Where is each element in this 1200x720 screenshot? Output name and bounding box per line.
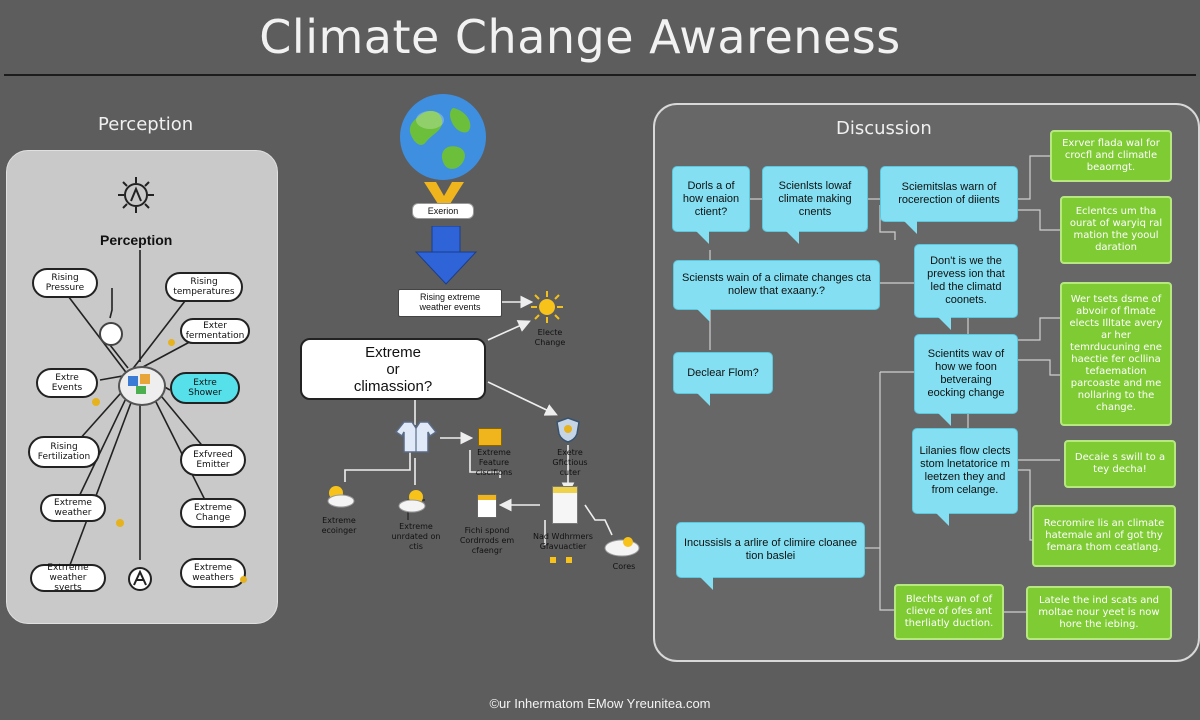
sun-icon — [531, 291, 563, 323]
perception-node: Extreme weather — [40, 494, 106, 522]
perception-node: Rising temperatures — [165, 272, 243, 302]
extreme-line2: or — [386, 360, 400, 378]
emblem-icon — [128, 567, 152, 591]
perception-node: Rising Pressure — [32, 268, 98, 298]
footer-credit: ©ur Inhermatom EMow Yreunitea.com — [489, 696, 711, 711]
perception-node: Exfvreed Emitter — [180, 444, 246, 476]
discussion-bubble: Sciemitslas warn of rocerection of diien… — [880, 166, 1018, 234]
extreme-line3: climassion? — [353, 377, 433, 395]
perception-node: Extreme weathers — [180, 558, 246, 588]
exerion-tag: Exerion — [412, 203, 474, 219]
compass-icon — [118, 177, 154, 213]
dot-marker — [92, 398, 100, 406]
perception-node: Extre Shower — [170, 372, 240, 404]
box-icon — [552, 486, 578, 524]
discussion-note: Blechts wan of of clieve of ofes ant the… — [894, 584, 1004, 640]
cloud-icon — [604, 537, 640, 557]
discussion-note: Decaie s swill to a tey decha! — [1064, 440, 1176, 488]
phone-icon — [99, 322, 123, 346]
flow-label: Exetre Gfictious cuter — [552, 448, 588, 477]
perception-node: Exter fermentation — [180, 318, 250, 344]
cup-icon — [477, 494, 497, 518]
discussion-section-label: Discussion — [836, 118, 932, 139]
sun-label: Electe Change — [534, 328, 566, 347]
discussion-note: Exrver flada wal for crocfl and climatle… — [1050, 130, 1172, 182]
sun-cloud-icon — [398, 490, 426, 513]
folder-icon — [478, 428, 502, 446]
discussion-bubble: Scienlsts lowaf climate making cnents — [762, 166, 868, 244]
sun-cloud-icon — [327, 486, 355, 508]
flow-label: Nad Wdhrmers Gfavuactier — [533, 532, 593, 551]
flow-label: Extreme Feature cisclfions — [475, 448, 513, 477]
flow-label: Extreme ecoinger — [321, 516, 357, 535]
perception-inner-title: Perception — [100, 232, 173, 248]
dot-marker — [566, 557, 572, 563]
extreme-question-box: Extreme or climassion? — [300, 338, 486, 400]
discussion-note: Wer tsets dsme of abvoir of flmate elect… — [1060, 282, 1172, 426]
down-arrow-icon — [414, 226, 478, 285]
discussion-bubble: Scientits wav of how we foon betveraing … — [914, 334, 1018, 426]
dot-marker — [240, 576, 247, 583]
discussion-bubble: Incussisls a arlire of climire cloanee t… — [676, 522, 865, 590]
discussion-bubble: Declear Flom? — [673, 352, 773, 406]
hands-icon — [424, 182, 464, 204]
discussion-note: Eclentcs um tha ourat of waryiq ral mati… — [1060, 196, 1172, 264]
flow-label: Extreme unrdated on ctis — [391, 522, 441, 551]
discussion-bubble: Sciensts wain of a climate changes cta n… — [673, 260, 880, 322]
dot-marker — [116, 519, 124, 527]
flow-label: Fichi spond Cordrrods em cfaengr — [459, 526, 515, 555]
flow-label: Cores — [612, 562, 636, 571]
shield-icon — [556, 417, 580, 443]
perception-node: Extre Events — [36, 368, 98, 398]
shirt-icon — [394, 421, 438, 453]
discussion-bubble: Don't is we the prevess ion that led the… — [914, 244, 1018, 330]
dot-marker — [168, 339, 175, 346]
discussion-note: Latele the ind scats and moltae nour yee… — [1026, 586, 1172, 640]
perception-node: Extrreme weather sverts — [30, 563, 106, 593]
discussion-note: Recromire lis an climate hatemale anl of… — [1032, 505, 1176, 567]
globe-icon — [400, 94, 486, 180]
discussion-bubble: Dorls a of how enaion ctient? — [672, 166, 750, 244]
extreme-line1: Extreme — [365, 343, 421, 361]
perception-node: Extreme Change — [180, 498, 246, 528]
perception-section-label: Perception — [98, 114, 194, 135]
dot-marker — [550, 557, 556, 563]
hub-icon — [118, 366, 166, 406]
rising-events-box: Rising extreme weather events — [398, 289, 502, 317]
page-title: Climate Change Awareness — [259, 10, 901, 64]
discussion-bubble: Lilanies flow clects stom lnetatorice m … — [912, 428, 1018, 526]
title-divider — [4, 74, 1196, 76]
perception-node: Rising Fertilization — [28, 436, 100, 468]
